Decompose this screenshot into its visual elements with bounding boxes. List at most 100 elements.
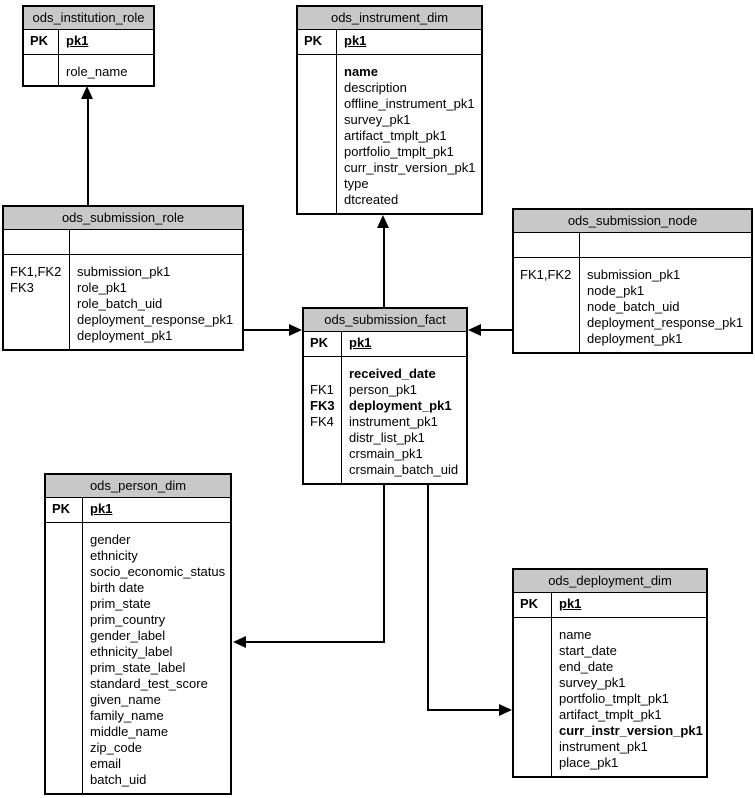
connector-fact-to-instrumentdim: [383, 227, 385, 307]
key-label: [52, 772, 80, 788]
key-label: [520, 675, 549, 691]
field-name: curr_instr_version_pk1: [559, 723, 703, 738]
key-label: PK: [52, 501, 71, 516]
key-label: [520, 643, 549, 659]
primary-key-section: PK pk1: [298, 30, 481, 55]
key-label: [520, 723, 549, 739]
key-label: FK1: [310, 382, 334, 397]
entity-title: ods_institution_role: [24, 7, 153, 30]
field-name: offline_instrument_pk1: [344, 96, 475, 111]
field-name: deployment_pk1: [349, 398, 452, 413]
entity-title: ods_deployment_dim: [514, 570, 706, 593]
key-label: [310, 430, 339, 446]
primary-key-section: PK pk1: [304, 332, 466, 357]
field-name: role_pk1: [77, 280, 127, 295]
key-label: [304, 192, 334, 208]
field-name: family_name: [90, 708, 164, 723]
key-label: [52, 532, 80, 548]
key-label: [520, 627, 549, 643]
field-column: pk1: [337, 30, 481, 54]
key-label: [520, 283, 577, 299]
field-name: description: [344, 80, 407, 95]
arrowhead-right-icon: [289, 324, 302, 336]
field-name: start_date: [559, 643, 617, 658]
key-column: [46, 523, 83, 793]
field-name: role_name: [66, 64, 128, 79]
field-name: role_batch_uid: [77, 296, 163, 311]
key-label: [52, 724, 80, 740]
key-label: FK4: [310, 414, 334, 429]
key-label: FK1,FK2: [520, 267, 572, 282]
field-column: pk1: [59, 30, 153, 54]
connector-fact-to-deploymentdim: [427, 709, 499, 711]
attributes-section: role_name: [24, 55, 153, 85]
key-label: [52, 628, 80, 644]
key-label: [520, 739, 549, 755]
key-label: [52, 708, 80, 724]
entity-title: ods_person_dim: [46, 475, 230, 498]
key-label: [304, 64, 334, 80]
key-column: PK: [298, 30, 337, 54]
field-name: submission_pk1: [77, 264, 171, 279]
key-label: [304, 96, 334, 112]
primary-key-section: PK pk1: [24, 30, 153, 55]
connector-subnode-to-fact: [481, 329, 512, 331]
field-name: batch_uid: [90, 772, 147, 787]
field-name: socio_economic_status: [90, 564, 226, 579]
field-name: deployment_pk1: [77, 328, 173, 343]
entity-title: ods_submission_node: [514, 210, 751, 233]
key-label: [52, 676, 80, 692]
key-column: PK: [514, 593, 552, 617]
key-label: [520, 659, 549, 675]
field-name: prim_country: [90, 612, 166, 627]
key-label: [52, 756, 80, 772]
field-name: instrument_pk1: [349, 414, 438, 429]
key-label: [520, 315, 577, 331]
field-name: survey_pk1: [344, 112, 411, 127]
key-column: PK: [304, 332, 342, 356]
key-label: [30, 64, 56, 80]
field-name: place_pk1: [559, 755, 619, 770]
arrowhead-right-icon: [499, 704, 512, 716]
field-name: pk1: [90, 501, 113, 516]
key-label: PK: [520, 596, 539, 611]
key-label: [52, 596, 80, 612]
primary-key-section: PK pk1: [46, 498, 230, 523]
arrowhead-left-icon: [468, 324, 481, 336]
field-name: prim_state: [90, 596, 151, 611]
field-column: [580, 233, 751, 257]
key-label: PK: [30, 33, 49, 48]
key-label: [304, 128, 334, 144]
key-label: [10, 296, 67, 312]
key-label: [520, 691, 549, 707]
key-column: [298, 55, 337, 213]
key-label: [52, 644, 80, 660]
connector-subrole-to-fact: [244, 329, 289, 331]
key-label: [52, 740, 80, 756]
field-name: crsmain_pk1: [349, 446, 423, 461]
field-name: instrument_pk1: [559, 739, 648, 754]
key-label: [304, 176, 334, 192]
field-name: deployment_pk1: [587, 331, 683, 346]
field-column: [70, 230, 242, 254]
field-name: portfolio_tmplt_pk1: [344, 144, 454, 159]
field-name: prim_state_label: [90, 660, 186, 675]
field-name: node_pk1: [587, 283, 645, 298]
field-name: email: [90, 756, 122, 771]
key-label: [304, 112, 334, 128]
entity-title: ods_submission_role: [4, 207, 242, 230]
key-label: PK: [310, 335, 329, 350]
